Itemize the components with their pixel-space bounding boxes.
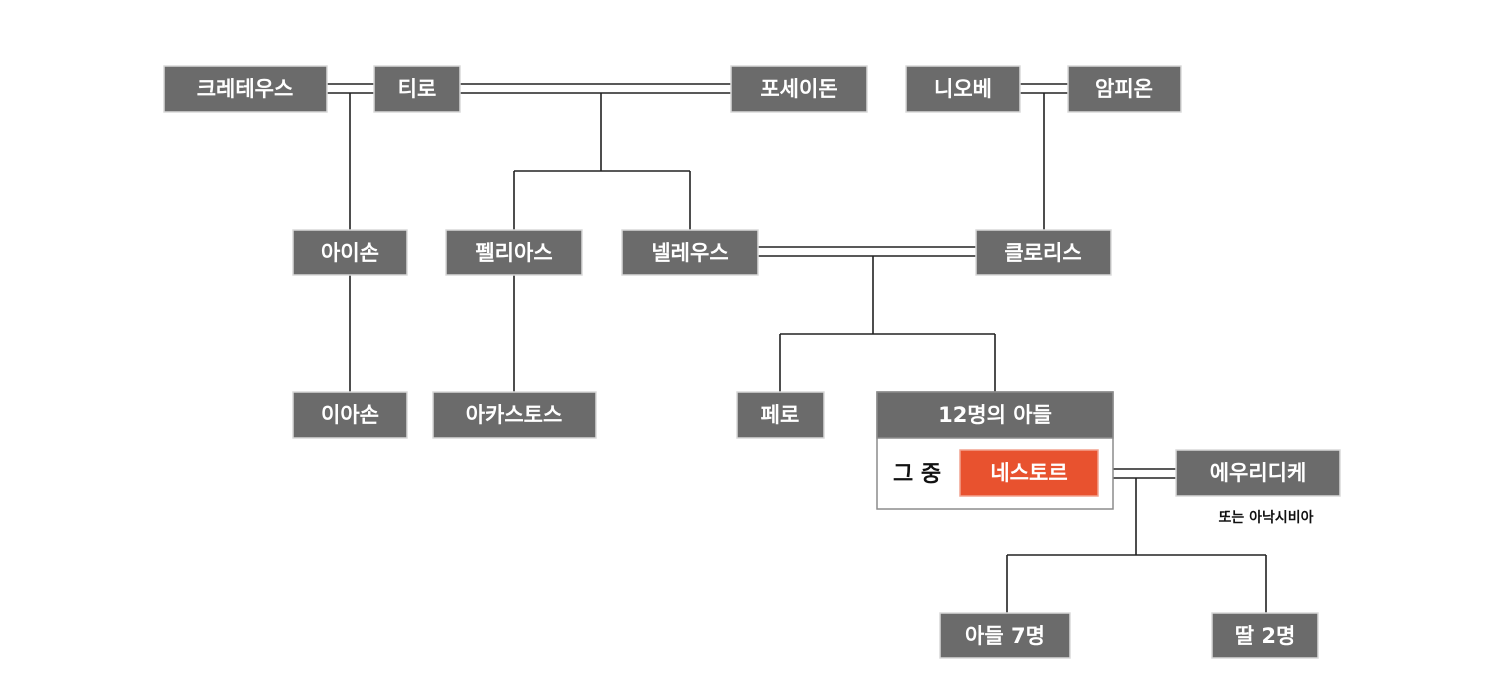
node-amphion-label: 암피온 (1095, 77, 1153, 101)
node-two-daughters-label: 딸 2명 (1235, 624, 1296, 648)
node-neleus-label: 넬레우스 (651, 241, 728, 265)
node-poseidon-label: 포세이돈 (760, 77, 837, 101)
node-pelias: 펠리아스 (445, 229, 583, 276)
node-poseidon: 포세이돈 (730, 65, 868, 113)
node-chloris: 클로리스 (975, 229, 1112, 276)
node-aison: 아이손 (292, 229, 408, 276)
node-cretheus-label: 크레테우스 (197, 77, 294, 101)
node-niobe: 니오베 (905, 65, 1021, 113)
node-pero-label: 페로 (761, 403, 800, 427)
node-chloris-label: 클로리스 (1004, 241, 1081, 265)
node-seven-sons-label: 아들 7명 (965, 624, 1045, 648)
node-neleus: 넬레우스 (621, 229, 759, 276)
node-tyro: 티로 (373, 65, 461, 113)
node-pelias-label: 펠리아스 (475, 241, 552, 265)
node-acastus-label: 아카스토스 (466, 403, 563, 427)
node-nestor-label: 네스토르 (990, 461, 1067, 485)
node-tyro-label: 티로 (398, 77, 437, 101)
node-twelve-sons-label: 12명의 아들 (938, 403, 1052, 427)
node-eurydice-label: 에우리디케 (1210, 461, 1307, 485)
node-eurydice: 에우리디케 (1175, 449, 1341, 497)
connectors (327, 83, 1267, 613)
node-amphion: 암피온 (1067, 65, 1182, 113)
node-jason-label: 이아손 (321, 403, 379, 427)
node-pero: 페로 (736, 391, 825, 439)
node-nestor: 네스토르 (959, 449, 1099, 497)
node-seven-sons: 아들 7명 (939, 612, 1071, 659)
node-jason: 이아손 (292, 391, 408, 439)
node-aison-label: 아이손 (321, 241, 379, 265)
node-cretheus: 크레테우스 (163, 65, 328, 113)
eurydice-alternative-note: 또는 아낙시비아 (1218, 509, 1313, 526)
node-two-daughters: 딸 2명 (1211, 612, 1319, 659)
node-niobe-label: 니오베 (934, 77, 992, 101)
node-acastus: 아카스토스 (432, 391, 597, 439)
among-them-label: 그 중 (893, 462, 941, 487)
twelve-sons-group: 12명의 아들 그 중 네스토르 (876, 391, 1114, 510)
